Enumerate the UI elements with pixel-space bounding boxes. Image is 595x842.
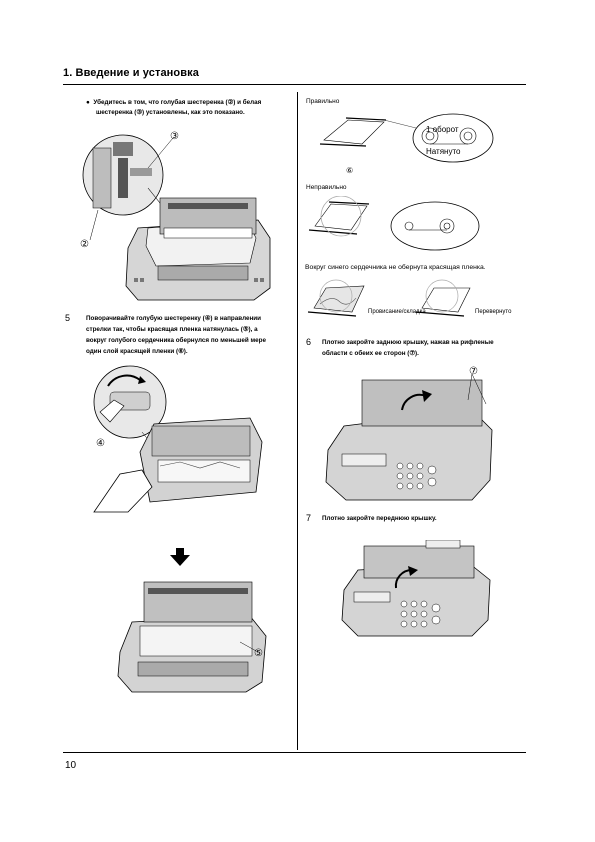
page-number: 10: [65, 760, 77, 771]
reversed-label: Перевернуто: [475, 309, 512, 315]
bullet-line-2: шестеренка (③) установлены, как это пока…: [96, 109, 245, 116]
figure-turn-gear: [80, 362, 280, 522]
section-title: 1. Введение и установка: [63, 67, 199, 79]
step-6-line-2: области с обеих ее сторон (⑦).: [322, 350, 419, 357]
step-5-number: 5: [65, 313, 71, 323]
step-7-number: 7: [306, 513, 312, 523]
figure-close-front-cover: [340, 540, 495, 640]
figure-gears-check: [78, 128, 278, 308]
column-divider: [297, 92, 298, 750]
one-turn-label: 1 оборот: [426, 125, 459, 134]
header-rule: [63, 84, 526, 85]
figure-ribbon-taut: [110, 572, 275, 697]
callout-6: ⑥: [346, 166, 354, 175]
not-wrapped-caption: Вокруг синего сердечника не обернута кра…: [305, 264, 486, 271]
callout-5: ⑤: [254, 648, 263, 659]
bullet-line-1: ● Убедитесь в том, что голубая шестеренк…: [86, 99, 262, 106]
step-6-line-1: Плотно закройте заднюю крышку, нажав на …: [322, 339, 494, 346]
step-5-line-2: стрелки так, чтобы красящая пленка натян…: [86, 326, 258, 333]
figure-incorrect-not-wrapped: [305, 196, 515, 256]
slack-label: Провисание/складка: [368, 309, 426, 315]
step-5-line-1: Поворачивайте голубую шестеренку (④) в н…: [86, 315, 262, 322]
figure-slack-reversed: [306, 278, 521, 322]
footer-rule: [63, 752, 526, 753]
correct-label: Правильно: [306, 98, 340, 105]
step-5-line-3: вокруг голубого сердечника обернулся по …: [86, 337, 266, 344]
callout-2: ②: [80, 239, 89, 250]
figure-correct-ribbon: [318, 108, 498, 174]
callout-3: ③: [170, 131, 179, 142]
step-6-number: 6: [306, 337, 312, 347]
taut-label: Натянуто: [426, 147, 461, 156]
step-5-line-4: один слой красящей пленки (⑥).: [86, 348, 188, 355]
figure-close-back-cover: [322, 370, 497, 505]
incorrect-label: Неправильно: [306, 184, 347, 191]
step-7-line-1: Плотно закройте переднюю крышку.: [322, 515, 437, 522]
bullet-dot: ●: [86, 99, 94, 106]
callout-4: ④: [96, 438, 105, 449]
down-arrow-icon: [170, 548, 190, 566]
callout-7: ⑦: [469, 366, 478, 377]
